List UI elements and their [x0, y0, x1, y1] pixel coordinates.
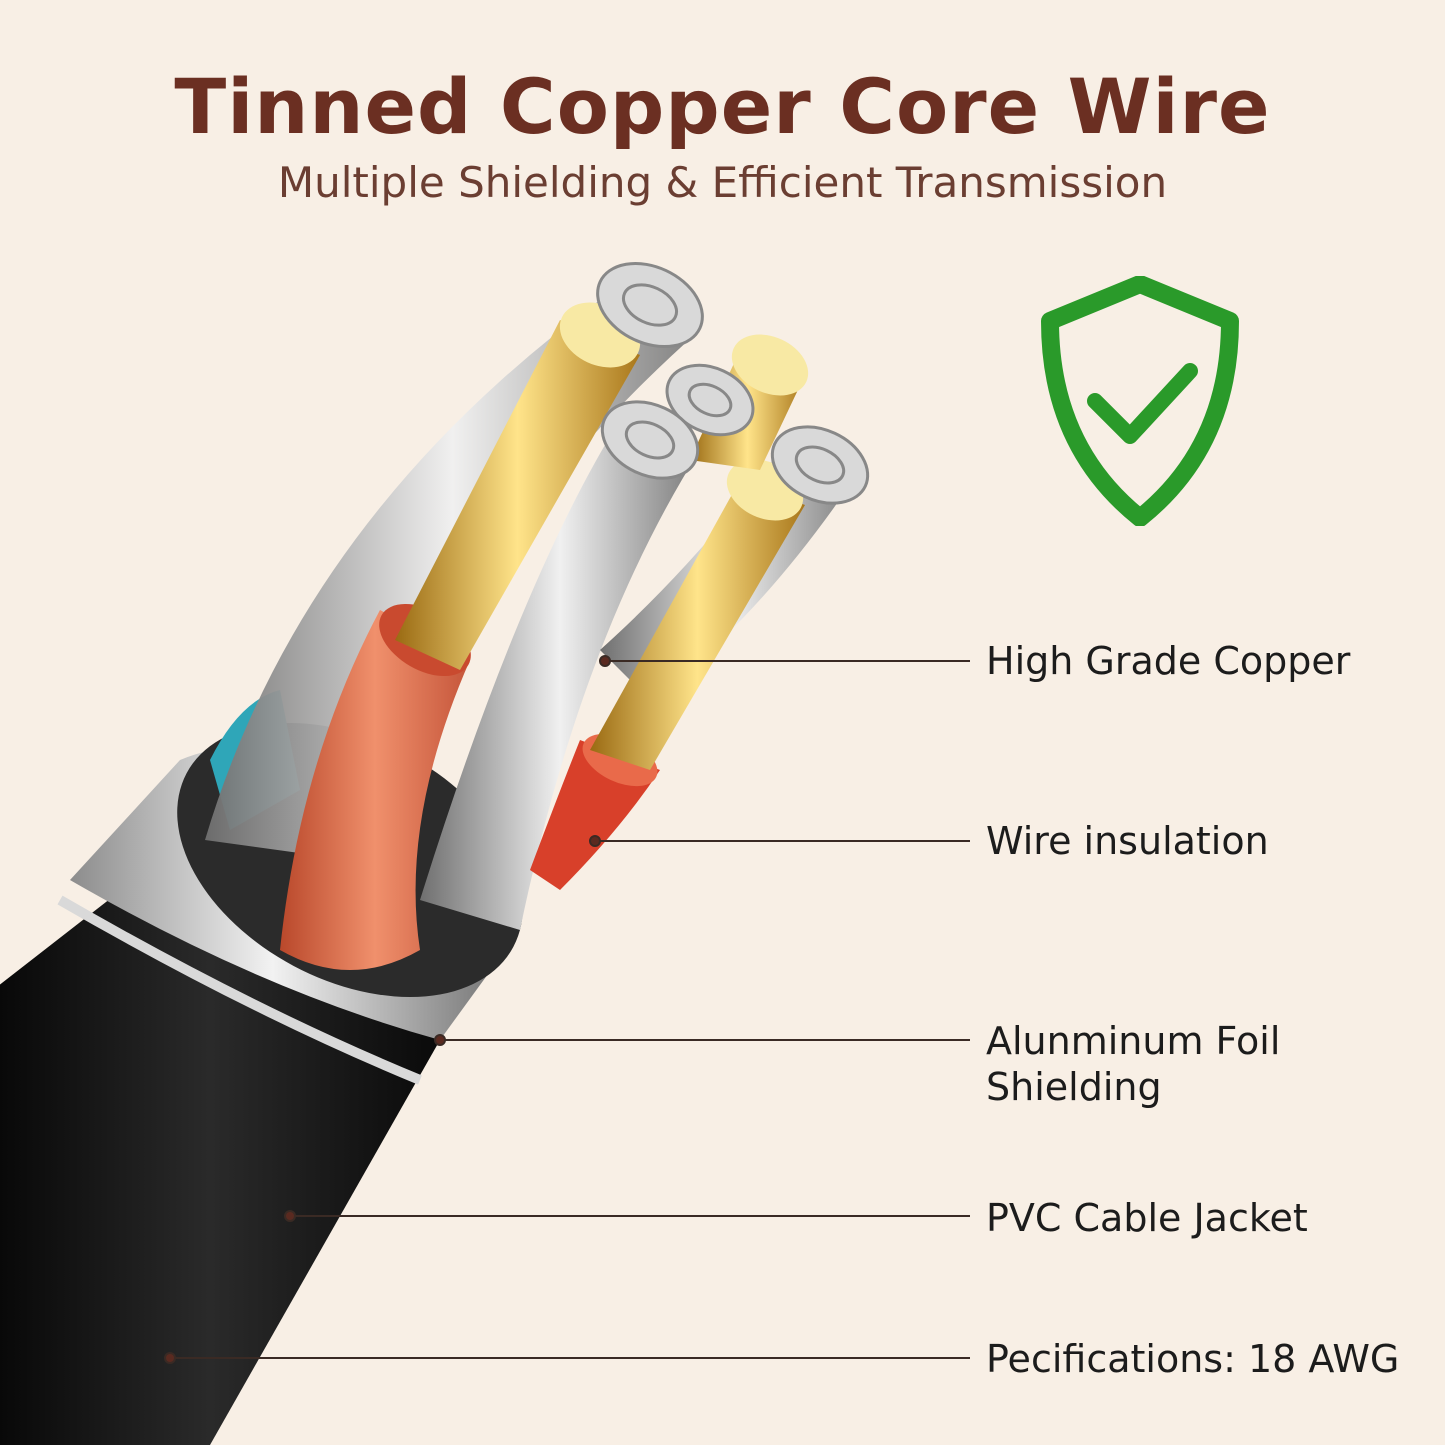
tinned-strand-bundle [420, 420, 700, 930]
copper-core [590, 480, 805, 770]
callout-pvc-jacket: PVC Cable Jacket [986, 1196, 1308, 1240]
callout-foil-shielding: Alunminum Foil Shielding [986, 1018, 1280, 1110]
orange-insulation [280, 610, 470, 970]
copper-core-end [731, 334, 809, 396]
callout-foil-line1: Alunminum Foil [986, 1019, 1281, 1063]
copper-core [395, 320, 640, 670]
shield-check-icon [1041, 276, 1239, 526]
page-title: Tinned Copper Core Wire [174, 62, 1271, 151]
callout-high-grade-copper: High Grade Copper [986, 639, 1351, 683]
callout-foil-line2: Shielding [986, 1065, 1162, 1109]
callout-wire-insulation: Wire insulation [986, 819, 1269, 863]
cable-jacket [0, 860, 440, 1445]
callout-specifications: Pecifications: 18 AWG [986, 1337, 1400, 1381]
page-subtitle: Multiple Shielding & Efficient Transmiss… [277, 158, 1168, 207]
leader-lines [164, 655, 970, 1364]
strand-end-caps [596, 261, 870, 505]
jacket-ring-highlight [57, 895, 422, 1085]
